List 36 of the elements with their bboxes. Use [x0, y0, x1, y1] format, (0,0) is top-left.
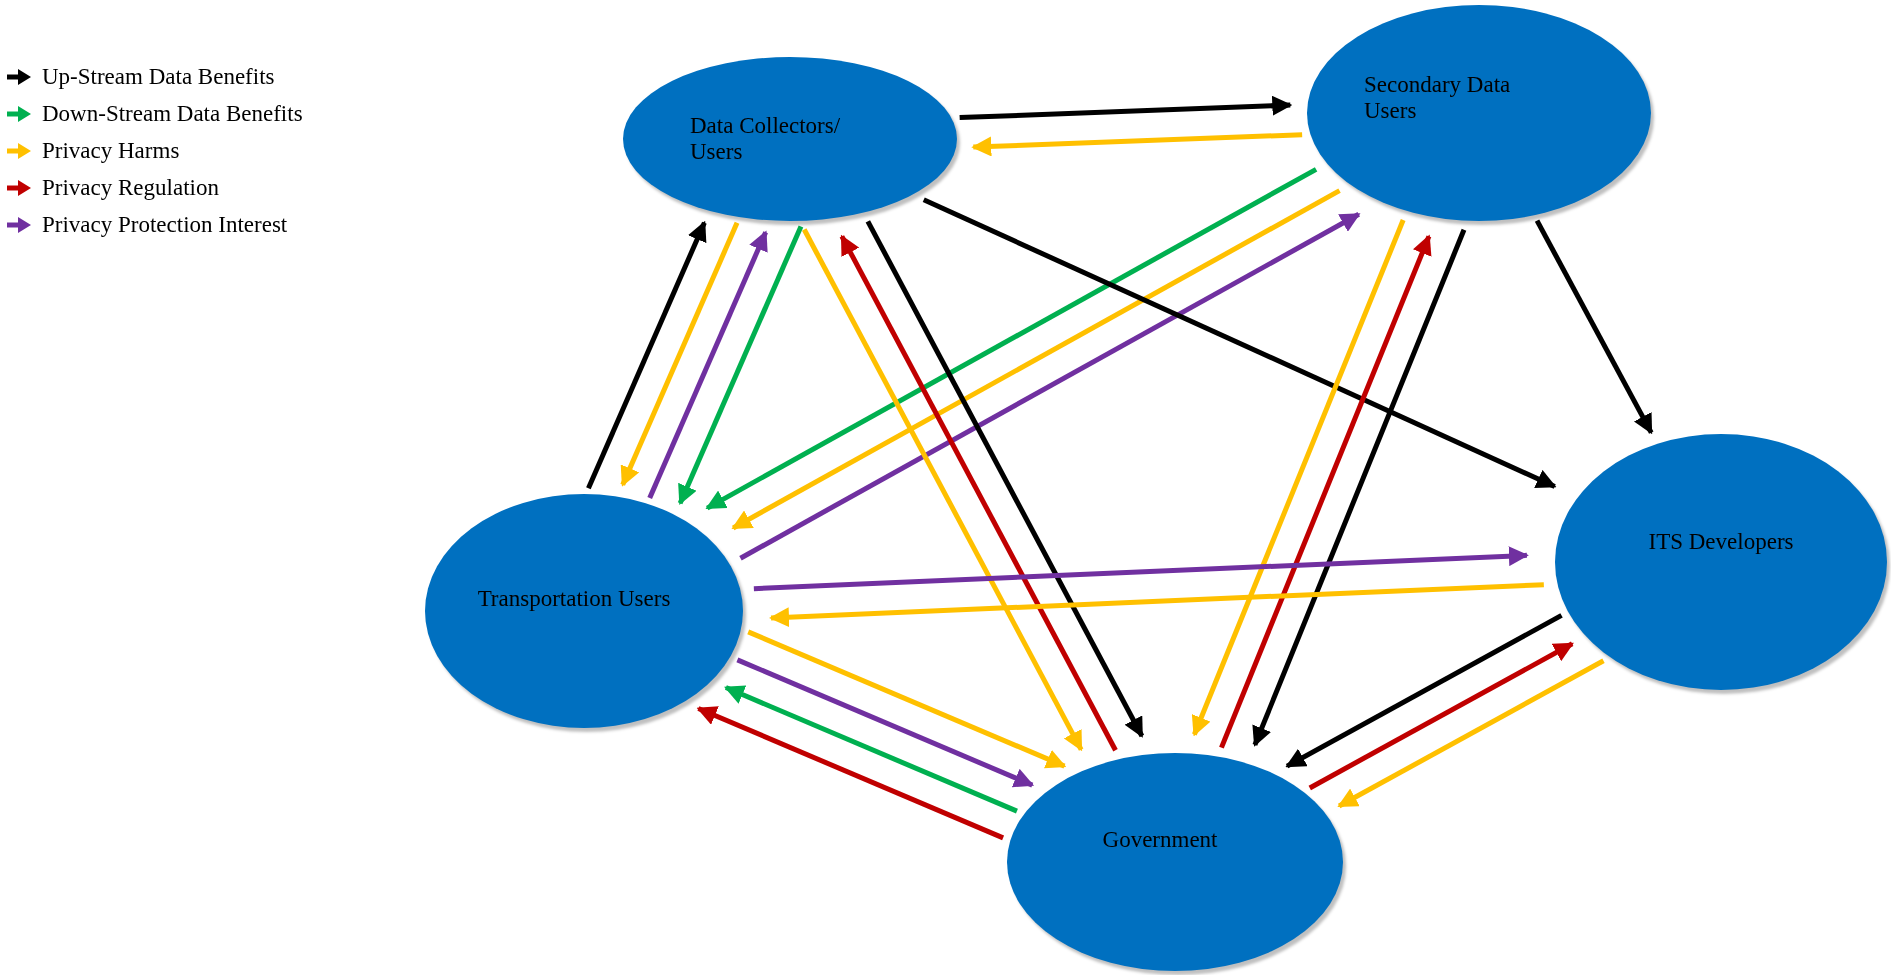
- arrow: [586, 220, 707, 490]
- arrow: [1308, 641, 1574, 791]
- arrow: [865, 220, 1145, 738]
- legend-label: Privacy Protection Interest: [42, 212, 288, 238]
- arrow: [922, 197, 1557, 489]
- arrow: [724, 685, 1018, 814]
- arrow: [677, 225, 804, 506]
- arrow: [747, 629, 1067, 769]
- legend-label: Up-Stream Data Benefits: [42, 64, 275, 90]
- legend-label: Privacy Regulation: [42, 175, 219, 201]
- node-label: Government: [1102, 826, 1218, 854]
- arrow: [1191, 219, 1406, 737]
- arrow: [959, 95, 1293, 121]
- arrow: [1337, 658, 1605, 809]
- arrow: [620, 221, 740, 487]
- arrow: [736, 657, 1035, 788]
- arrow: [839, 234, 1118, 752]
- legend-label: Down-Stream Data Benefits: [42, 101, 303, 127]
- arrow: [696, 706, 1005, 841]
- legend-label: Privacy Harms: [42, 138, 180, 164]
- arrow: [802, 228, 1084, 752]
- arrow: [1252, 228, 1467, 747]
- node-label: Data Collectors/ Users: [690, 112, 842, 166]
- arrow: [971, 132, 1303, 157]
- node-label: Secondary Data Users: [1364, 71, 1512, 125]
- arrow: [739, 212, 1361, 561]
- arrow: [1534, 219, 1654, 435]
- arrow: [647, 230, 768, 499]
- arrow: [1285, 613, 1563, 769]
- arrow: [1219, 234, 1432, 749]
- node-label: ITS Developers: [1648, 528, 1794, 556]
- arrow: [705, 167, 1318, 511]
- arrow: [769, 582, 1544, 628]
- arrow: [753, 546, 1529, 592]
- arrow: [731, 188, 1341, 531]
- node-label: Transportation Users: [477, 585, 671, 613]
